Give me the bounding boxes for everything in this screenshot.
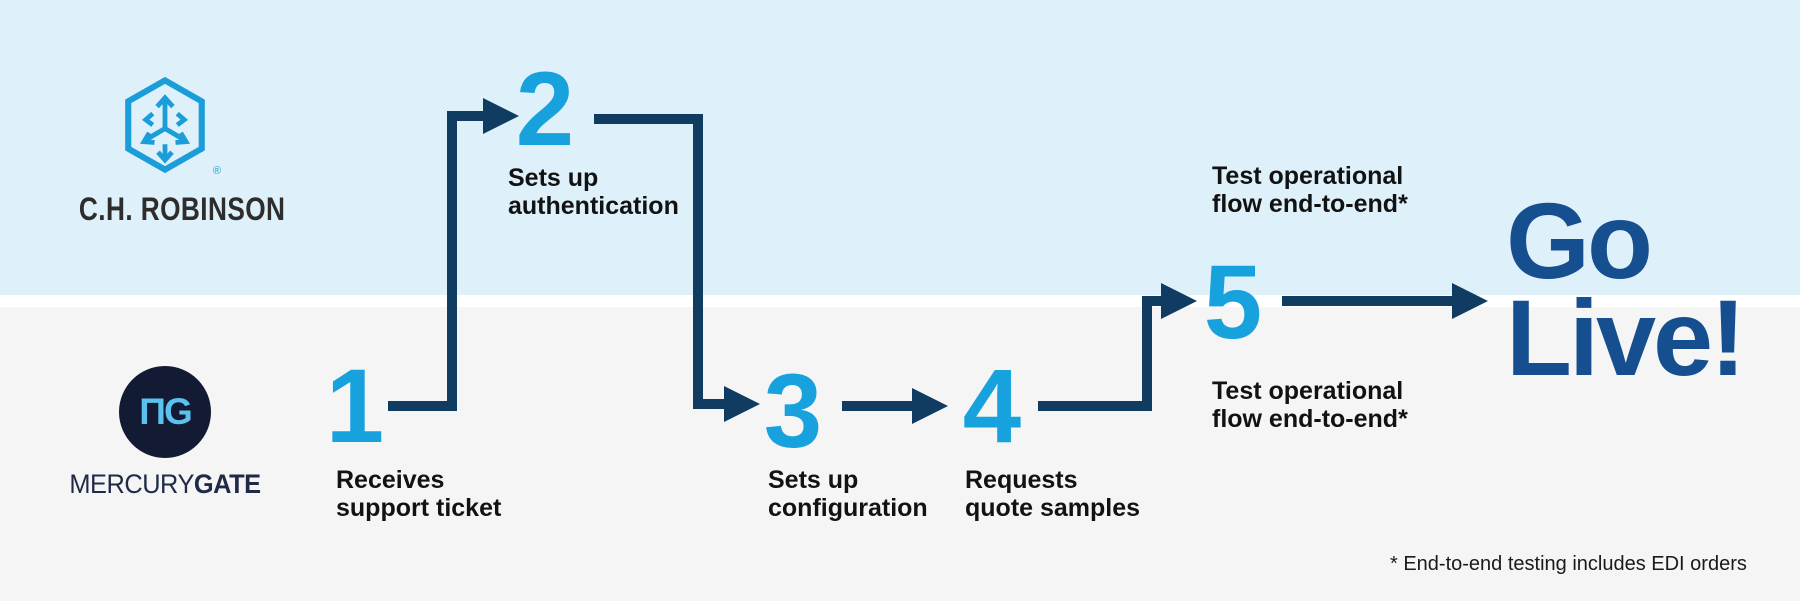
mercurygate-wordmark: MERCURYGATE <box>66 469 263 500</box>
step-3-label: Sets up configuration <box>768 466 928 522</box>
step-2-label: Sets up authentication <box>508 164 679 220</box>
step-4-number: 4 <box>962 348 1021 465</box>
mercurygate-wordmark-bold: GATE <box>193 469 261 499</box>
chrobinson-logo: ® C.H. ROBINSON <box>60 76 286 228</box>
mercurygate-wordmark-regular: MERCURY <box>69 469 194 499</box>
step-4-label: Requests quote samples <box>965 466 1141 522</box>
step-3-number: 3 <box>763 353 822 470</box>
mercurygate-monogram-icon: ΠG <box>119 366 211 458</box>
step-5-number: 5 <box>1203 244 1262 361</box>
mercurygate-lane-background <box>0 307 1800 601</box>
chrobinson-cube-arrows-hexagon-icon: ® <box>121 76 221 179</box>
chrobinson-wordmark: C.H. ROBINSON <box>78 191 286 227</box>
step-5-label-bottom: Test operational flow end-to-end* <box>1212 377 1408 433</box>
step-1-number: 1 <box>325 348 384 465</box>
mercurygate-logo: ΠG MERCURYGATE <box>60 366 270 500</box>
step-1-label: Receives support ticket <box>336 466 502 522</box>
step-5-label-top: Test operational flow end-to-end* <box>1212 162 1408 218</box>
registered-trademark-symbol: ® <box>212 165 221 177</box>
chrobinson-lane-background <box>0 0 1800 295</box>
step-2-number: 2 <box>515 51 574 168</box>
go-live-text: Go Live! <box>1506 180 1746 399</box>
footnote: * End-to-end testing includes EDI orders <box>1390 553 1747 575</box>
